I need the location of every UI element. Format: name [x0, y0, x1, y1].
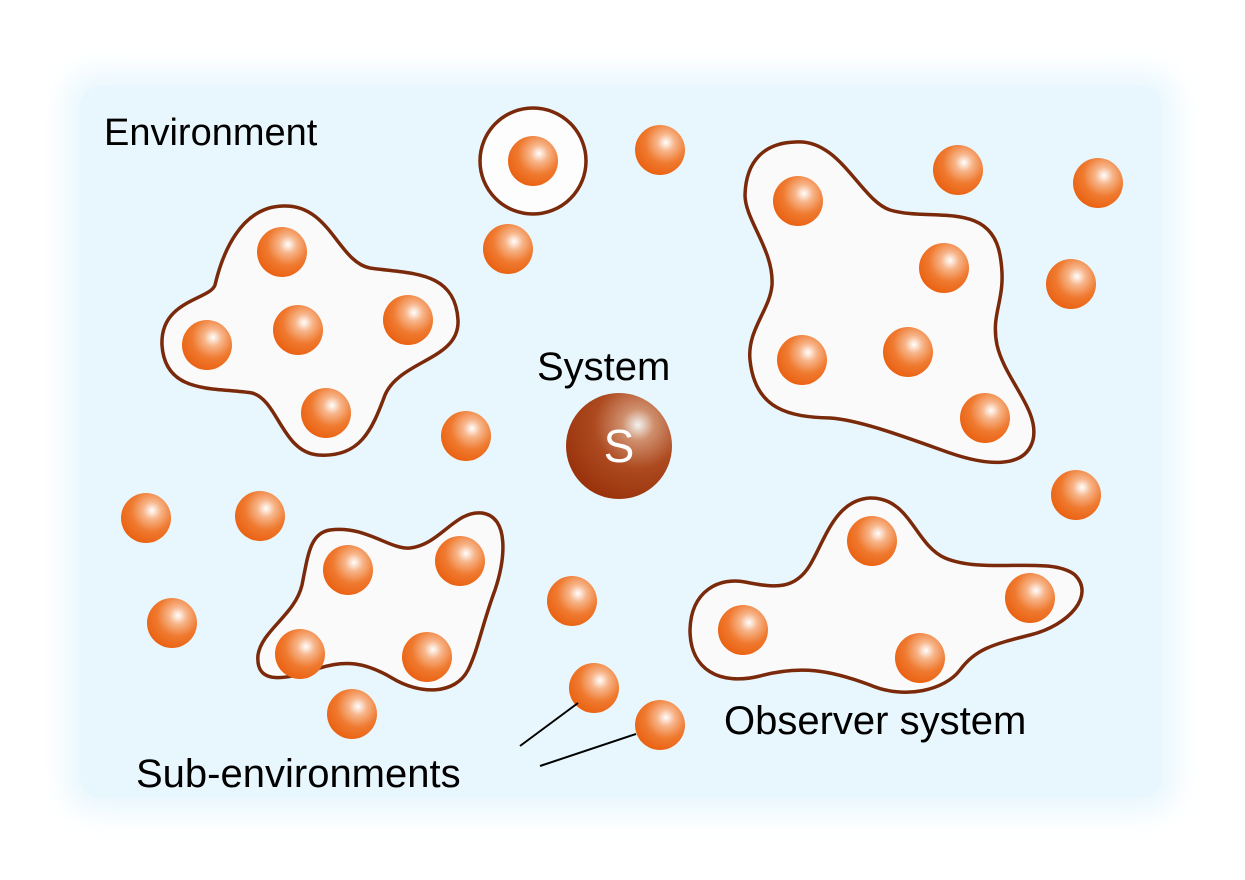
- particle: [273, 305, 323, 355]
- particle: [635, 125, 685, 175]
- particle: [847, 516, 897, 566]
- right-cluster-outline: [743, 140, 1036, 465]
- particle: [508, 136, 558, 186]
- particle: [895, 633, 945, 683]
- particle: [547, 576, 597, 626]
- sub-environments-label: Sub-environments: [136, 752, 461, 796]
- particle: [933, 145, 983, 195]
- particle: [773, 176, 823, 226]
- particle: [257, 227, 307, 277]
- particle: [301, 388, 351, 438]
- particle: [960, 393, 1010, 443]
- particle: [383, 295, 433, 345]
- particle: [483, 224, 533, 274]
- particle: [402, 632, 452, 682]
- observer-cluster-outline: [688, 496, 1084, 694]
- particle: [569, 663, 619, 713]
- particle: [121, 493, 171, 543]
- particle: [1051, 470, 1101, 520]
- particle: [883, 327, 933, 377]
- particle: [323, 545, 373, 595]
- particle: [182, 320, 232, 370]
- particle: [1073, 158, 1123, 208]
- system-symbol: S: [604, 420, 635, 472]
- particle: [327, 689, 377, 739]
- particle: [235, 491, 285, 541]
- particle: [275, 629, 325, 679]
- system-label: System: [537, 345, 670, 389]
- particle: [147, 598, 197, 648]
- particle: [718, 605, 768, 655]
- particle: [777, 335, 827, 385]
- sub-environment-leader-line-2: [539, 733, 637, 767]
- system-sphere: [566, 393, 672, 499]
- particle: [441, 411, 491, 461]
- system-node: S: [566, 393, 672, 499]
- particles: [121, 125, 1123, 750]
- environment-label: Environment: [104, 112, 318, 154]
- particle: [435, 536, 485, 586]
- particle: [635, 700, 685, 750]
- observer-system-label: Observer system: [724, 699, 1026, 743]
- particle: [1005, 573, 1055, 623]
- particle: [919, 243, 969, 293]
- particle: [1046, 259, 1096, 309]
- sub-environment-leader-line-1: [519, 702, 579, 747]
